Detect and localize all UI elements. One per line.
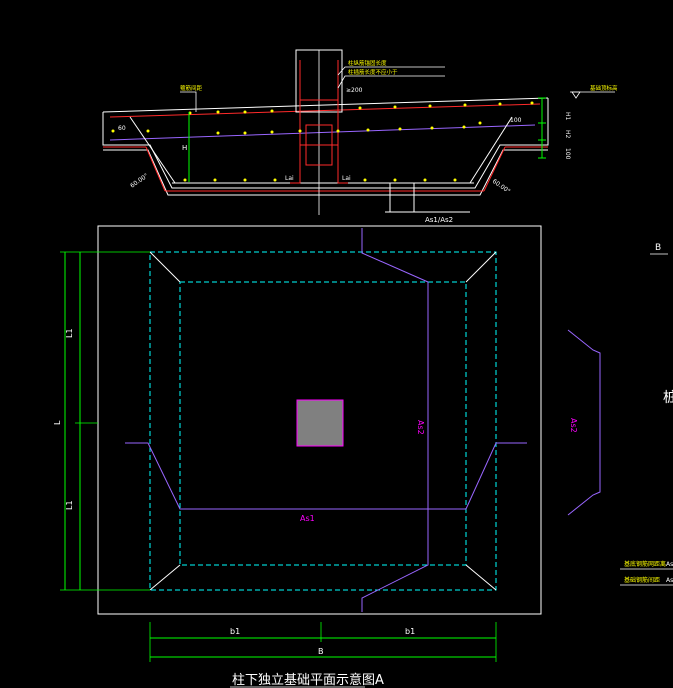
section-small-label-right: 100 bbox=[510, 117, 522, 124]
dim-b-label: B bbox=[318, 647, 324, 656]
right-detail: B As2 桩 基底钢筋网距离 As 基础钢筋间距 As bbox=[567, 243, 673, 586]
rebar-dot bbox=[243, 131, 247, 135]
rebar-dot bbox=[498, 102, 502, 106]
detail-note-1-tail: As bbox=[666, 561, 673, 568]
rebar-note-3: 箍筋间距 bbox=[180, 84, 203, 92]
drawing-title: 柱下独立基础平面示意图A bbox=[232, 672, 384, 688]
detail-as2-label: As2 bbox=[569, 418, 578, 433]
dim-b1-right-label: b1 bbox=[405, 627, 415, 636]
detail-note-2: 基础钢筋间距 bbox=[624, 576, 660, 584]
plan-corner-tr bbox=[465, 251, 497, 283]
rebar-dot bbox=[430, 126, 434, 130]
rebar-dot bbox=[358, 106, 362, 110]
section-angle-right: 60.00° bbox=[491, 178, 512, 195]
elevation-marker bbox=[571, 91, 581, 99]
rebar-dot bbox=[216, 131, 220, 135]
leader-line-1 bbox=[337, 66, 445, 76]
section-rebar-dots bbox=[111, 101, 534, 182]
section-h-label: H bbox=[182, 144, 187, 152]
top-note: 基础顶标高 bbox=[590, 84, 618, 92]
detail-note-1: 基底钢筋网距离 bbox=[624, 560, 666, 568]
rebar-dot bbox=[270, 109, 274, 113]
rebar-dot bbox=[428, 104, 432, 108]
dim-l1-top-label: L1 bbox=[65, 328, 74, 338]
rebar-dot bbox=[398, 127, 402, 131]
section-view: As1/As2 bbox=[102, 49, 618, 224]
detail-b-label: B bbox=[655, 243, 661, 253]
dim-l1-bottom-label: L1 bbox=[65, 500, 74, 510]
plan-corner-bl bbox=[149, 564, 181, 591]
detail-as2-rebar bbox=[567, 329, 601, 516]
rebar-dot bbox=[366, 128, 370, 132]
section-as-label: As1/As2 bbox=[425, 216, 453, 224]
column-bar-left bbox=[290, 60, 301, 184]
section-inner-slope-right bbox=[469, 116, 513, 184]
rebar-dot bbox=[462, 125, 466, 129]
leader-line-2 bbox=[337, 75, 445, 89]
rebar-dot bbox=[393, 105, 397, 109]
rebar-dot bbox=[363, 178, 367, 182]
leader-line-3 bbox=[180, 91, 197, 112]
detail-char-fragment: 桩 bbox=[663, 389, 673, 406]
section-slope-right-red bbox=[483, 146, 506, 192]
detail-note-2-tail: As bbox=[666, 577, 673, 584]
rebar-dot bbox=[216, 110, 220, 114]
section-base-outer bbox=[103, 149, 548, 196]
rebar-dot bbox=[243, 110, 247, 114]
rebar-dot bbox=[273, 178, 277, 182]
dim-b1-left-label: b1 bbox=[230, 627, 240, 636]
section-h2-label: H2 bbox=[564, 130, 571, 139]
section-rebar-mid bbox=[109, 124, 536, 141]
section-h1-label: H1 bbox=[564, 112, 571, 121]
plan-as1-label: As1 bbox=[300, 514, 315, 523]
rebar-dot bbox=[111, 129, 115, 133]
rebar-note-1: 柱纵筋锚固长度 bbox=[348, 59, 387, 67]
rebar-dot bbox=[213, 178, 217, 182]
rebar-dot bbox=[336, 129, 340, 133]
dim-l-label: L bbox=[53, 420, 62, 425]
section-anchor-left: Lai bbox=[285, 175, 294, 182]
plan-column bbox=[296, 399, 344, 447]
rebar-dot bbox=[478, 121, 482, 125]
rebar-dot bbox=[270, 130, 274, 134]
plan-as2-label: As2 bbox=[416, 420, 425, 435]
plan-as1-rebar bbox=[125, 442, 527, 510]
plan-dashed-inner bbox=[179, 281, 467, 566]
rebar-dot bbox=[298, 129, 302, 133]
column-bar-right bbox=[337, 60, 348, 184]
rebar-dot bbox=[423, 178, 427, 182]
section-small-label-mid: ≥200 bbox=[346, 87, 363, 94]
rebar-dot bbox=[393, 178, 397, 182]
rebar-dot bbox=[146, 129, 150, 133]
rebar-dot bbox=[243, 178, 247, 182]
section-inner-slope-left bbox=[129, 116, 176, 184]
plan-outer-boundary bbox=[97, 225, 542, 615]
section-left-edge bbox=[102, 98, 549, 189]
rebar-dot bbox=[530, 101, 534, 105]
plan-dashed-outer bbox=[149, 251, 497, 591]
plan-view: As1 As2 L1 L L1 b1 B b1 bbox=[53, 225, 542, 662]
section-rebar-top bbox=[109, 103, 541, 118]
section-top-line bbox=[102, 97, 549, 113]
section-dim-mid: 100 bbox=[564, 148, 571, 160]
section-angle-left: 60.00° bbox=[129, 172, 150, 189]
section-small-label-left: 60 bbox=[118, 125, 126, 132]
section-anchor-right: Lai bbox=[342, 175, 351, 182]
section-slope-left-red bbox=[145, 146, 166, 192]
rebar-dot bbox=[453, 178, 457, 182]
plan-as2-rebar bbox=[361, 228, 429, 612]
section-bottom-box bbox=[389, 183, 415, 213]
plan-corner-br bbox=[465, 564, 497, 591]
rebar-note-2: 柱插筋长度不应小于 bbox=[348, 68, 398, 76]
rebar-dot bbox=[463, 103, 467, 107]
rebar-dot bbox=[183, 178, 187, 182]
plan-corner-tl bbox=[149, 251, 181, 283]
